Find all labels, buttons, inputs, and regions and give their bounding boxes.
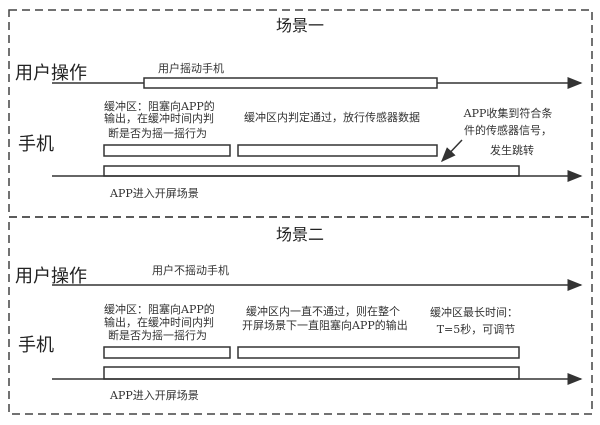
scene1-buffer-bar: [103, 144, 231, 157]
scene2-block-bar: [237, 346, 520, 359]
scene1-title: 场景一: [276, 16, 324, 35]
scene1-jump-text-3: 发生跳转: [490, 143, 534, 157]
scene2-user-row-label: 用户操作: [15, 266, 87, 287]
scene1-app-label: APP进入开屏场景: [109, 186, 199, 200]
scene1: 场景一 用户操作 用户摇动手机 缓冲区：阻塞向APP的 输出，在缓冲时间内判 断…: [15, 16, 583, 200]
scene1-user-row-label: 用户操作: [15, 63, 87, 84]
scene1-jump-text-1: APP收集到符合条: [463, 106, 553, 120]
scene1-pass-bar: [237, 144, 438, 157]
scene2-phone-row-label: 手机: [18, 335, 54, 356]
scene2-user-action: 用户不摇动手机: [152, 263, 229, 277]
scene2-timeout-text-2: T=5秒，可调节: [437, 322, 516, 336]
scene1-shake-bar: [143, 77, 438, 89]
scene2-app-splash-bar: [103, 366, 520, 380]
scene2-buffer-text-3: 断是否为摇一摇行为: [108, 328, 207, 342]
scene2-timeout-text-1: 缓冲区最长时间：: [430, 305, 518, 319]
scene1-buffer-text-3: 断是否为摇一摇行为: [108, 126, 207, 140]
scene2-frame: [8, 216, 593, 415]
scene2-block-text-2: 开屏场景下一直阻塞向APP的输出: [242, 318, 408, 332]
scene2-title: 场景二: [276, 225, 324, 244]
scene2: 场景二 用户操作 用户不摇动手机 缓冲区：阻塞向APP的 输出，在缓冲时间内判 …: [15, 225, 583, 402]
scene1-jump-text-2: 件的传感器信号，: [464, 123, 552, 137]
scene1-app-splash-bar: [103, 165, 520, 177]
scene2-buffer-text-2: 输出，在缓冲时间内判: [104, 315, 214, 329]
scene2-buffer-bar: [103, 346, 231, 359]
scene2-block-text-1: 缓冲区内一直不通过，则在整个: [246, 304, 400, 318]
scene1-buffer-text-1: 缓冲区：阻塞向APP的: [104, 99, 215, 113]
scene1-pass-text: 缓冲区内判定通过，放行传感器数据: [244, 110, 420, 124]
scene1-jump-pointer-arrow: [440, 139, 463, 163]
scene2-buffer-text-1: 缓冲区：阻塞向APP的: [104, 302, 215, 316]
scene1-buffer-text-2: 输出，在缓冲时间内判: [104, 111, 214, 125]
scene1-user-action: 用户摇动手机: [158, 61, 224, 75]
scene1-phone-row-label: 手机: [18, 134, 54, 155]
scene2-app-label: APP进入开屏场景: [109, 388, 199, 402]
